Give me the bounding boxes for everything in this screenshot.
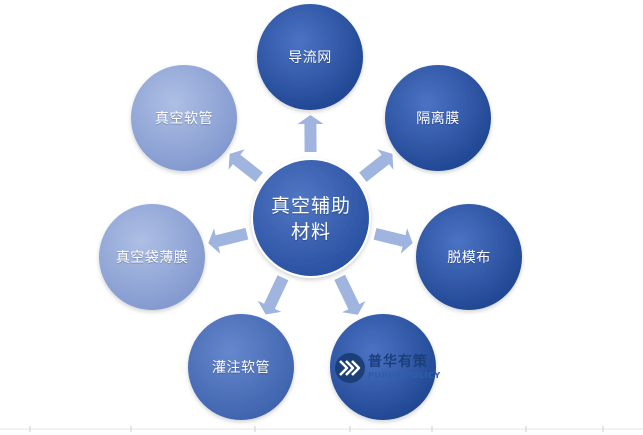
watermark-cn: 普华有策 xyxy=(368,354,428,370)
node-circle-daoliuwang xyxy=(257,4,363,110)
arrow-to-daoliuwang xyxy=(297,115,324,152)
node-label-tuomobu: 脱模布 xyxy=(447,250,491,266)
center-circle xyxy=(251,158,371,278)
node-label-daoliuwang: 导流网 xyxy=(288,50,332,66)
arrow-to-guanzhuruanguan xyxy=(257,275,289,315)
node-label-zhenkongruanguan: 真空软管 xyxy=(155,111,213,127)
node-label-zhenkongdaibaomo: 真空袋薄膜 xyxy=(115,250,189,266)
node-label-gelimo: 隔离膜 xyxy=(416,111,460,127)
watermark-en: PUHUA POLICY xyxy=(368,371,441,380)
node-circle-tuomobu xyxy=(416,204,522,310)
watermark: 普华有策 PUHUA POLICY xyxy=(368,354,441,382)
arrow-to-zhenkongdaibaomo xyxy=(208,227,249,254)
watermark-logo-icon xyxy=(335,353,365,383)
node-circle-bottom-right xyxy=(330,314,436,420)
node-circle-gelimo xyxy=(385,65,491,171)
arrow-to-tuomobu xyxy=(373,228,413,254)
arrow-to-zhenkongruanguan xyxy=(228,149,263,182)
node-circle-zhenkongruanguan xyxy=(131,65,237,171)
center-label: 真空辅助 材料 xyxy=(270,195,352,243)
arrow-to-gelimo xyxy=(359,149,394,182)
node-circle-zhenkongdaibaomo xyxy=(99,204,205,310)
ruler-ticks xyxy=(29,426,604,432)
node-label-guanzhuruanguan: 灌注软管 xyxy=(212,360,270,376)
node-circle-guanzhuruanguan xyxy=(188,314,294,420)
arrow-to-bottom-right xyxy=(334,274,366,315)
